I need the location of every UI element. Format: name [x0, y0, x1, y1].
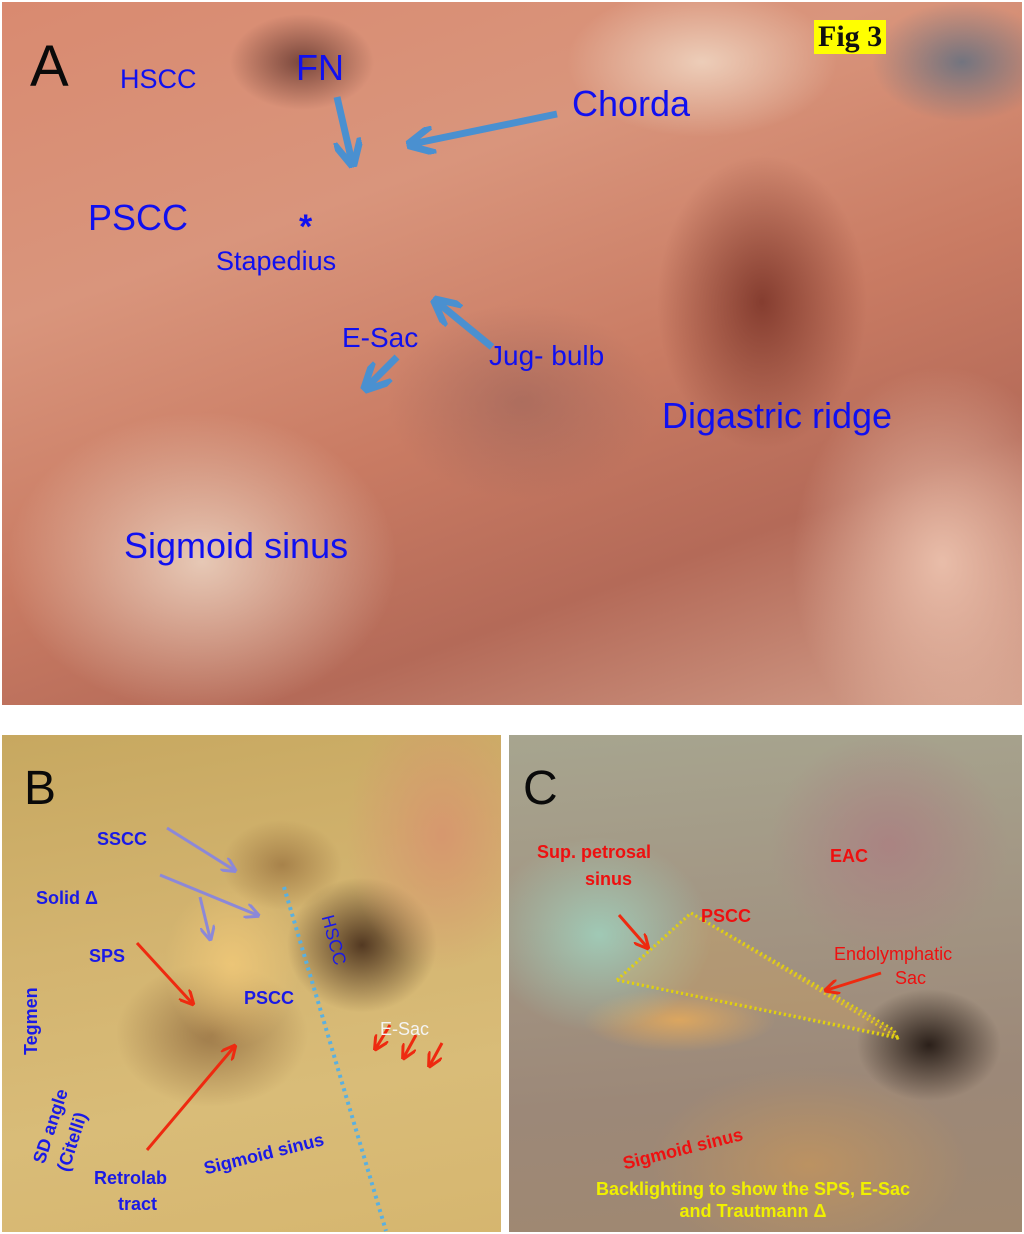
e-sac-arrow-icon [367, 354, 400, 387]
figure-badge: Fig 3 [814, 20, 887, 54]
label-sps: SPS [89, 946, 126, 966]
trautmann-triangle-outline [613, 911, 899, 1040]
label-e-sac: E-Sac [342, 322, 419, 353]
retrolab-arrow-icon [145, 1047, 234, 1151]
label-jug-bulb: Jug- bulb [489, 340, 605, 371]
label-sigmoid-sinus: Sigmoid sinus [201, 1129, 326, 1179]
label-sigmoid-sinus: Sigmoid sinus [124, 525, 349, 566]
asterisk-marker: * [299, 208, 313, 246]
panel-c-letter: C [523, 762, 558, 815]
sps-arrow-icon [135, 941, 192, 1003]
label-retrolab-line1: Retrolab [94, 1168, 168, 1188]
caption-backlighting: Backlighting to show the SPS, E-Sac and … [533, 1180, 973, 1220]
panel-b-letter: B [24, 762, 57, 815]
label-chorda: Chorda [572, 83, 691, 124]
panel-b-photo: B SSCC Solid Δ SPS Tegmen PSCC HSCC E-Sa… [2, 735, 501, 1232]
label-e-sac: E-Sac [380, 1019, 430, 1039]
label-pscc: PSCC [244, 988, 295, 1008]
label-eac: EAC [830, 846, 869, 866]
label-pscc: PSCC [701, 906, 752, 926]
jug-bulb-arrow-icon [437, 302, 495, 350]
solid-delta-arrow-icon [159, 873, 257, 915]
label-endolymphatic-line2: Sac [895, 968, 927, 988]
label-pscc: PSCC [88, 197, 189, 238]
sps-arrow-icon [617, 914, 647, 947]
panel-a-letter: A [30, 34, 69, 99]
caption-line2: and Trautmann Δ [679, 1201, 827, 1221]
label-sup-petrosal-line1: Sup. petrosal [537, 842, 652, 862]
label-fn: FN [296, 47, 344, 88]
label-stapedius: Stapedius [216, 246, 337, 276]
label-tegmen: Tegmen [21, 987, 41, 1055]
label-digastric-ridge: Digastric ridge [662, 395, 893, 436]
endolymphatic-arrow-icon [827, 971, 882, 990]
trautmann-triangle-fill [615, 911, 900, 1040]
label-retrolab-line2: tract [118, 1194, 158, 1214]
sscc-arrow-icon [166, 826, 234, 870]
label-solid-delta: Solid Δ [36, 888, 98, 908]
fn-arrow-icon [337, 96, 352, 162]
chorda-arrow-icon [412, 110, 558, 144]
label-sup-petrosal-line2: sinus [585, 869, 633, 889]
label-sscc: SSCC [97, 829, 148, 849]
panel-c-overlays [613, 911, 900, 1040]
label-hscc: HSCC [120, 64, 197, 94]
label-endolymphatic-line1: Endolymphatic [834, 944, 953, 964]
caption-line1: Backlighting to show the SPS, E-Sac [595, 1179, 911, 1199]
label-hscc: HSCC [317, 912, 351, 968]
e-sac-arrow-3-icon [430, 1042, 444, 1065]
label-sigmoid-sinus: Sigmoid sinus [620, 1124, 745, 1174]
solid-delta-arrow-2-icon [198, 896, 210, 938]
panel-c-photo: C Sup. petrosal sinus EAC PSCC Endolymph… [509, 735, 1022, 1232]
panel-a-photo: A HSCC FN Chorda PSCC * Stapedius E-Sac … [2, 2, 1022, 705]
